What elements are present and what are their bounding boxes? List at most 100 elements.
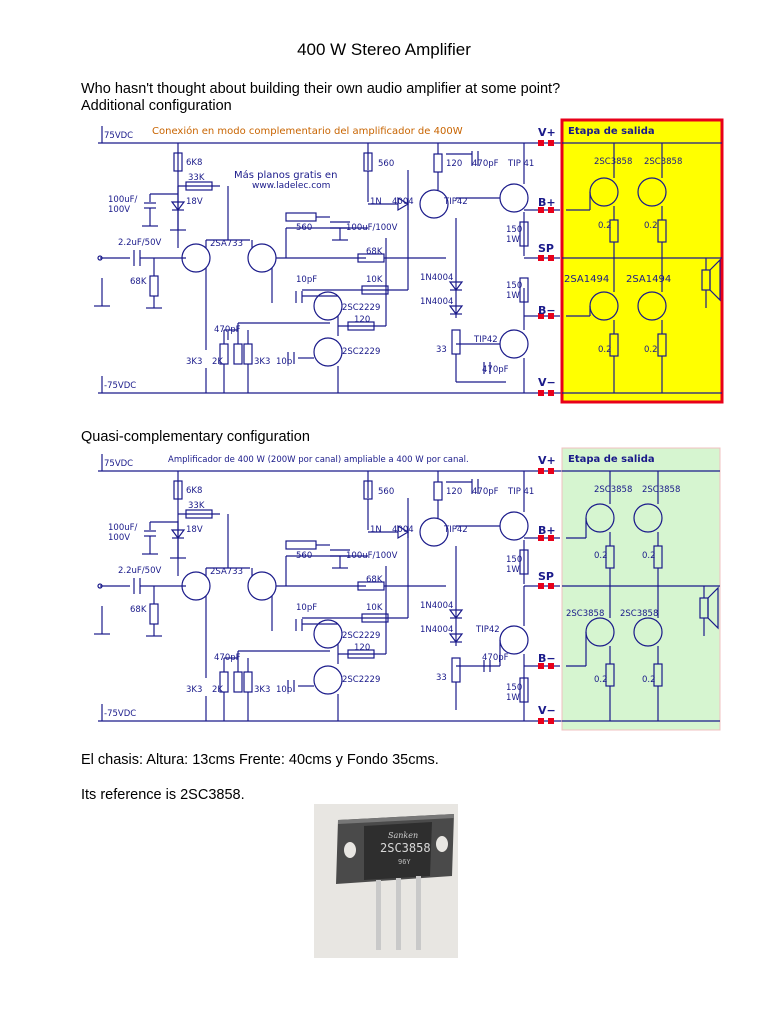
- svg-text:33: 33: [436, 345, 447, 355]
- svg-text:1W: 1W: [506, 693, 520, 703]
- svg-text:1N4004: 1N4004: [420, 273, 453, 283]
- svg-text:B−: B−: [538, 652, 556, 665]
- svg-text:3K3: 3K3: [254, 357, 270, 367]
- svg-text:100uF/: 100uF/: [108, 523, 138, 533]
- svg-text:2SC3858: 2SC3858: [644, 157, 682, 167]
- svg-text:560: 560: [378, 487, 394, 497]
- section2-label: Quasi-complementary configuration: [81, 429, 310, 445]
- svg-text:6K8: 6K8: [186, 158, 202, 168]
- svg-text:Sanken: Sanken: [388, 831, 418, 840]
- svg-text:96Y: 96Y: [398, 858, 411, 866]
- svg-text:3K3: 3K3: [186, 357, 202, 367]
- svg-text:2SA1494: 2SA1494: [564, 274, 609, 285]
- svg-text:2SC2229: 2SC2229: [342, 303, 380, 313]
- svg-text:2SA733: 2SA733: [210, 567, 243, 577]
- svg-text:0.2: 0.2: [598, 345, 612, 355]
- svg-text:68K: 68K: [366, 575, 383, 585]
- svg-text:10p: 10p: [276, 685, 292, 695]
- svg-text:0.2: 0.2: [642, 551, 656, 561]
- svg-text:2K: 2K: [212, 357, 223, 367]
- svg-text:1N4004: 1N4004: [420, 297, 453, 307]
- svg-text:1W: 1W: [506, 291, 520, 301]
- svg-text:120: 120: [446, 159, 462, 169]
- svg-text:68K: 68K: [130, 277, 147, 287]
- svg-text:1N: 1N: [370, 525, 382, 535]
- svg-text:560: 560: [296, 223, 312, 233]
- svg-text:2SC3858: 2SC3858: [380, 841, 431, 855]
- svg-text:470pF: 470pF: [214, 653, 241, 663]
- svg-text:75VDC: 75VDC: [104, 459, 133, 469]
- svg-text:B−: B−: [538, 304, 556, 317]
- svg-text:10pF: 10pF: [296, 603, 317, 613]
- svg-text:TIP42: TIP42: [475, 625, 500, 635]
- svg-text:0.2: 0.2: [594, 551, 608, 561]
- svg-text:V−: V−: [538, 376, 556, 389]
- svg-text:4004: 4004: [392, 525, 414, 535]
- svg-text:V+: V+: [538, 126, 556, 139]
- svg-text:V+: V+: [538, 454, 556, 467]
- svg-text:1N: 1N: [370, 197, 382, 207]
- svg-text:100V: 100V: [108, 533, 130, 543]
- svg-text:150: 150: [506, 225, 522, 235]
- svg-text:2.2uF/50V: 2.2uF/50V: [118, 238, 161, 248]
- svg-text:V−: V−: [538, 704, 556, 717]
- svg-text:560: 560: [378, 159, 394, 169]
- diagram1-header: Conexión en modo complementario del ampl…: [152, 125, 463, 137]
- svg-text:2SC3858: 2SC3858: [594, 485, 632, 495]
- svg-text:TIP42: TIP42: [443, 197, 468, 207]
- svg-text:-75VDC: -75VDC: [104, 709, 136, 719]
- output-stage-label: Etapa de salida: [568, 454, 655, 465]
- svg-text:2.2uF/50V: 2.2uF/50V: [118, 566, 161, 576]
- svg-text:0.2: 0.2: [598, 221, 612, 231]
- svg-text:3K3: 3K3: [254, 685, 270, 695]
- intro-text: Who hasn't thought about building their …: [81, 81, 561, 97]
- svg-text:470pF: 470pF: [482, 653, 509, 663]
- svg-text:33: 33: [436, 673, 447, 683]
- svg-text:18V: 18V: [186, 525, 203, 535]
- svg-text:10K: 10K: [366, 603, 383, 613]
- svg-text:120: 120: [354, 315, 370, 325]
- page-title: 400 W Stereo Amplifier: [297, 40, 471, 59]
- transistor-photo: Sanken 2SC3858 96Y: [314, 804, 458, 958]
- svg-text:68K: 68K: [366, 247, 383, 257]
- svg-text:2K: 2K: [212, 685, 223, 695]
- svg-text:560: 560: [296, 551, 312, 561]
- svg-text:2SC2229: 2SC2229: [342, 675, 380, 685]
- svg-text:2SC2229: 2SC2229: [342, 631, 380, 641]
- schematic-quasi-complementary: 75VDC -75VDC 6K8 33K 18V 100uF/ 100V 2.2…: [94, 447, 721, 731]
- watermark-line2: www.ladelec.com: [252, 181, 330, 191]
- svg-text:10pF: 10pF: [296, 275, 317, 285]
- svg-text:150: 150: [506, 683, 522, 693]
- svg-text:470pF: 470pF: [472, 487, 499, 497]
- rail-pos-label: 75VDC: [104, 131, 133, 141]
- svg-text:470pF: 470pF: [472, 159, 499, 169]
- svg-text:470pF: 470pF: [214, 325, 241, 335]
- svg-text:SP: SP: [538, 242, 554, 255]
- output-stage-box: [560, 118, 724, 404]
- svg-text:100uF/100V: 100uF/100V: [346, 223, 398, 233]
- svg-text:33K: 33K: [188, 501, 205, 511]
- svg-text:2SC3858: 2SC3858: [642, 485, 680, 495]
- svg-text:470pF: 470pF: [482, 365, 509, 375]
- svg-text:150: 150: [506, 555, 522, 565]
- svg-text:0.2: 0.2: [644, 221, 658, 231]
- svg-text:B+: B+: [538, 196, 556, 209]
- svg-text:TIP42: TIP42: [473, 335, 498, 345]
- svg-text:33K: 33K: [188, 173, 205, 183]
- svg-text:1N4004: 1N4004: [420, 625, 453, 635]
- svg-text:100uF/100V: 100uF/100V: [346, 551, 398, 561]
- reference-text: Its reference is 2SC3858.: [81, 787, 245, 803]
- svg-text:2SC3858: 2SC3858: [566, 609, 604, 619]
- svg-text:120: 120: [354, 643, 370, 653]
- svg-text:1N4004: 1N4004: [420, 601, 453, 611]
- svg-text:18V: 18V: [186, 197, 203, 207]
- svg-text:1W: 1W: [506, 235, 520, 245]
- svg-text:120: 120: [446, 487, 462, 497]
- svg-text:100V: 100V: [108, 205, 130, 215]
- svg-text:2SC3858: 2SC3858: [594, 157, 632, 167]
- svg-text:68K: 68K: [130, 605, 147, 615]
- diagram2-header: Amplificador de 400 W (200W por canal) a…: [168, 455, 469, 465]
- svg-text:6K8: 6K8: [186, 486, 202, 496]
- svg-text:10K: 10K: [366, 275, 383, 285]
- svg-text:1W: 1W: [506, 565, 520, 575]
